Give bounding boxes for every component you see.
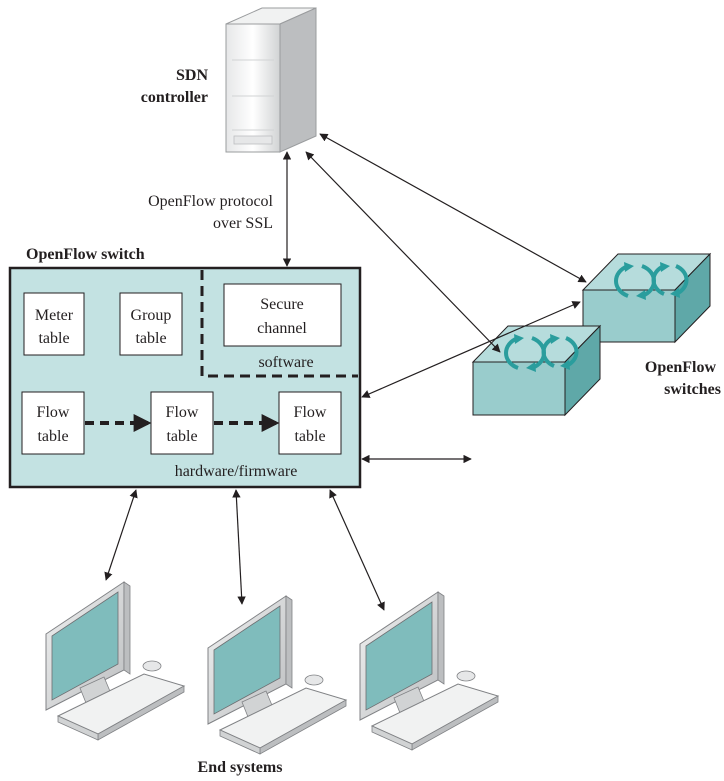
switch-to-upper-switch-arrow (361, 301, 581, 398)
meter-table-label-2: table (38, 330, 69, 347)
switch-to-end-system-2-arrow (232, 489, 246, 605)
end-system-computer-icon-1 (45, 581, 186, 741)
flow-table-3-label-1: Flow (294, 404, 327, 421)
controller-label-line2: controller (141, 89, 208, 106)
flow-table-1-label-1: Flow (37, 404, 70, 421)
flow-table-1-box (21, 391, 85, 455)
meter-table-box (23, 292, 85, 356)
meter-table-label-1: Meter (35, 307, 74, 324)
openflow-switch-icon-upper (581, 252, 712, 344)
switch-to-end-system-1-arrow (104, 489, 138, 581)
switches-label-line1: OpenFlow (645, 359, 717, 376)
flow-table-2-box (150, 391, 214, 455)
end-systems-label: End systems (198, 759, 283, 776)
group-table-label-1: Group (131, 307, 172, 324)
protocol-label-line2: over SSL (213, 215, 273, 232)
flow-table-3-label-2: table (294, 428, 325, 445)
flow-table-3-box (278, 391, 342, 455)
switch-to-end-system-3-arrow (329, 489, 385, 611)
switch-title: OpenFlow switch (26, 246, 145, 263)
hardware-label: hardware/firmware (175, 463, 298, 480)
secure-channel-label-2: channel (257, 320, 307, 337)
flow-table-2-label-2: table (166, 428, 197, 445)
end-system-computer-icon-3 (359, 591, 500, 751)
flow-table-1-label-2: table (37, 428, 68, 445)
switches-label-line2: switches (664, 381, 721, 398)
software-boundary (200, 270, 358, 378)
software-label: software (258, 354, 313, 371)
controller-label-line1: SDN (176, 67, 208, 84)
end-system-computer-icon-2 (207, 595, 348, 755)
group-table-box (119, 292, 183, 356)
secure-channel-label-1: Secure (260, 296, 304, 313)
flow-table-2-label-1: Flow (166, 404, 199, 421)
protocol-label-line1: OpenFlow protocol (148, 193, 273, 210)
group-table-label-2: table (135, 330, 166, 347)
openflow-switch-icon-lower (471, 324, 602, 417)
sdn-controller-server-icon (225, 7, 317, 153)
